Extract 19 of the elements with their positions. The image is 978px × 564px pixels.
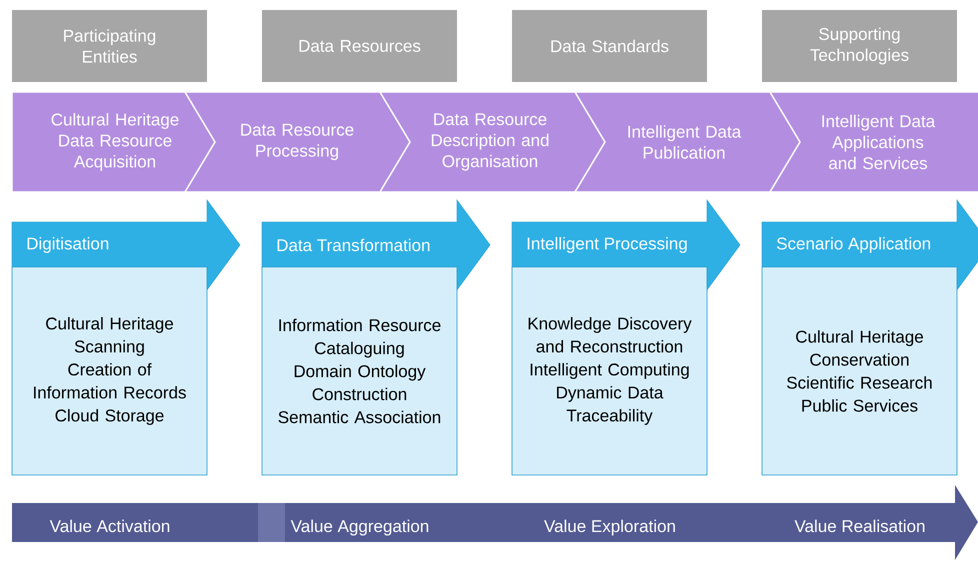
stage-header: Digitisation — [12, 199, 240, 291]
label-box: Participating Entities — [12, 10, 207, 82]
process-step-band: Intelligent Data Publication — [574, 91, 801, 193]
stage-header: Intelligent Processing — [512, 199, 740, 291]
process-step-band: Cultural Heritage Data Resource Acquisition — [11, 91, 216, 193]
stage-header: Scenario Application — [762, 199, 978, 291]
content-box: Cultural Heritage Scanning Creation of Information Records Cloud Storage — [12, 266, 208, 476]
process-step-band: Data Resource Description and Organisation — [378, 91, 606, 193]
content-box: Knowledge Discovery and Reconstruction Intelligent Computing Dynamic Data Traceability — [512, 266, 708, 476]
content-box: Information Resource Cataloguing Domain Ontology Construction Semantic Association — [262, 266, 458, 476]
value-band: Value Activation Value Aggregation Value Exploration Value Realisation — [12, 485, 978, 560]
label-box: Data Standards — [512, 10, 707, 82]
process-step-band: Data Resource Processing — [184, 91, 411, 193]
node-label: Intelligent Data Applications and Services — [822, 114, 936, 170]
process-step-band: Intelligent Data Applications and Services — [768, 91, 978, 193]
stage-header: Data Transformation — [262, 199, 490, 291]
content-box: Cultural Heritage Conservation Scientific Research Public Services — [762, 266, 958, 476]
label-box: Data Resources — [262, 10, 457, 82]
label-box: Supporting Technologies — [762, 10, 957, 82]
